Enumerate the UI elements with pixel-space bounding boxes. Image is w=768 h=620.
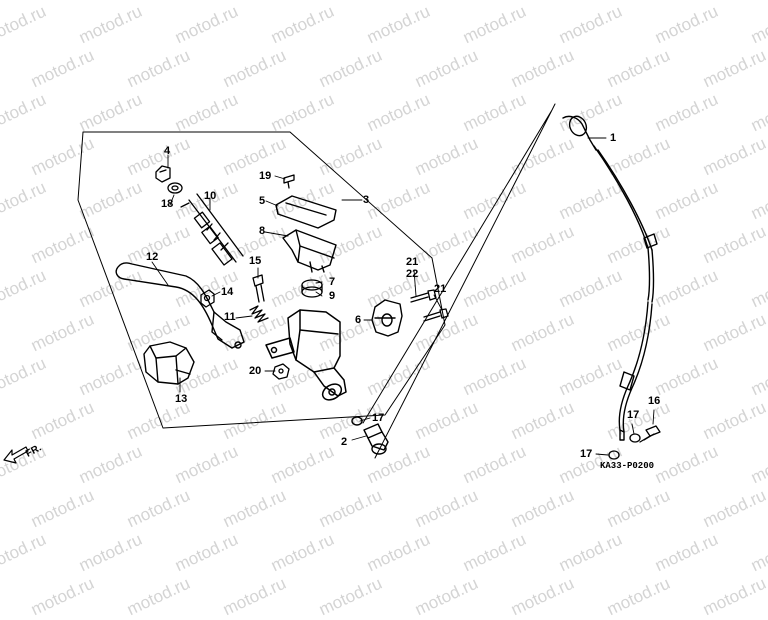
watermark-text: motod.ru: [28, 573, 97, 620]
watermark-text: motod.ru: [220, 573, 289, 620]
leader-lines: [151, 137, 655, 456]
callout-17-caliper-upper: 17: [627, 409, 640, 421]
callout-2: 2: [341, 436, 348, 448]
spring-11: [249, 305, 269, 323]
bolt-16-washers-17: [608, 425, 661, 460]
callout-4: 4: [164, 145, 171, 157]
brake-hose-1: [562, 115, 658, 441]
watermark-text: motod.ru: [700, 573, 768, 620]
watermark-text: motod.ru: [124, 573, 193, 620]
callout-15: 15: [249, 255, 262, 267]
cap-4-washer-18: [155, 165, 190, 208]
watermark-text: motod.ru: [316, 573, 385, 620]
callout-17-hose-end: 17: [372, 412, 385, 424]
callout-21-upper: 21: [406, 256, 419, 268]
pivot-bolt-14: [200, 289, 215, 308]
reservoir-cap-5: [275, 195, 337, 229]
callout-22: 22: [406, 268, 419, 280]
diaphragm-8: [282, 229, 337, 273]
callout-5: 5: [259, 195, 266, 207]
callout-20: 20: [249, 365, 262, 377]
banjo-bolt-2: [351, 416, 389, 455]
callout-17-caliper-lower: 17: [580, 448, 593, 460]
watermark-text: motod.ru: [508, 573, 577, 620]
holder-6: [371, 299, 403, 337]
watermark-text: motod.ru: [412, 573, 481, 620]
boot-13: [143, 341, 195, 385]
front-direction-arrow-icon: [3, 446, 29, 464]
seal-7-9: [301, 279, 323, 298]
callout-13: 13: [175, 393, 188, 405]
cable-group-outline: [362, 103, 556, 459]
callout-7: 7: [329, 276, 336, 288]
callout-18: 18: [161, 198, 174, 210]
callout-14: 14: [221, 286, 234, 298]
figure-code: KA33-P0200: [600, 461, 655, 471]
screw-19: [283, 174, 295, 189]
callout-16: 16: [648, 395, 661, 407]
piston-assembly-10: [188, 193, 244, 266]
callout-19: 19: [259, 170, 272, 182]
callout-10: 10: [204, 190, 217, 202]
callout-9: 9: [329, 290, 336, 302]
brake-lever: [115, 262, 245, 349]
callout-1: 1: [610, 132, 617, 144]
callout-6: 6: [355, 314, 362, 326]
callout-11: 11: [224, 311, 236, 323]
parts-drawing: [3, 103, 661, 464]
callout-21-lower: 21: [434, 283, 447, 295]
callout-12: 12: [146, 251, 159, 263]
bolt-15: [252, 274, 265, 303]
master-cylinder-body: [265, 309, 347, 401]
assembly-outline: [77, 131, 446, 429]
callout-8: 8: [259, 225, 266, 237]
watermark-text: motod.ru: [604, 573, 673, 620]
callout-3: 3: [363, 194, 370, 206]
nut-20: [272, 363, 290, 380]
